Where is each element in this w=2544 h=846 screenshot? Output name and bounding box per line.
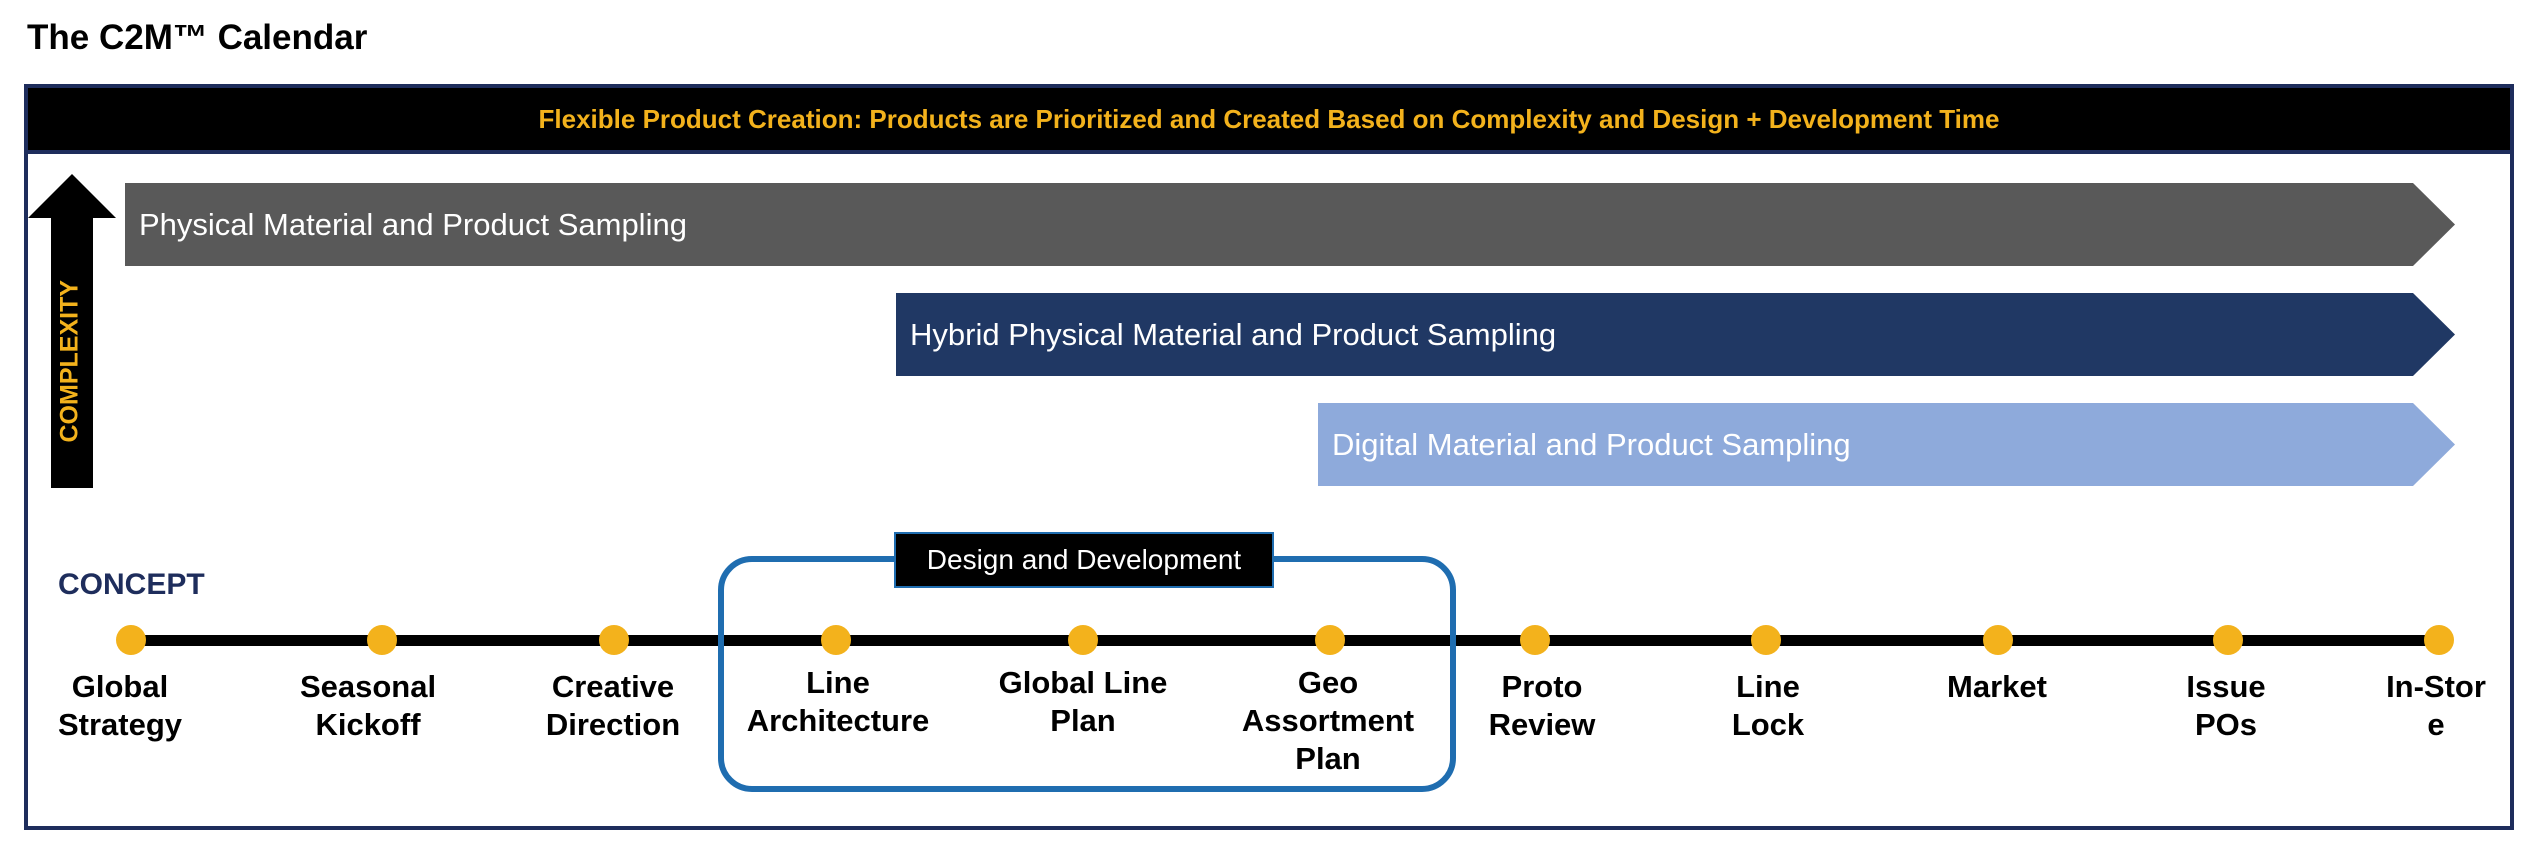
milestone-label: Global Line Plan: [998, 665, 1168, 738]
milestone-label: Line Architecture: [746, 665, 930, 738]
milestone-dot: [821, 625, 851, 655]
timeline-line: [128, 635, 2438, 646]
milestone-dot: [599, 625, 629, 655]
milestone-label: In-Stor e: [2386, 669, 2486, 742]
milestone-dot: [116, 625, 146, 655]
complexity-arrow-icon: [28, 174, 116, 488]
bar-digital-label: Digital Material and Product Sampling: [1332, 426, 1851, 462]
bar-hybrid-label: Hybrid Physical Material and Product Sam…: [910, 316, 1557, 352]
design-development-label: Design and Development: [894, 532, 1274, 588]
bar-digital: Digital Material and Product Sampling: [1318, 403, 2455, 486]
milestone-dot: [2424, 625, 2454, 655]
bar-physical-shape: [125, 183, 2455, 266]
milestone-label: Line Lock: [1731, 669, 1805, 742]
bar-physical-label: Physical Material and Product Sampling: [139, 206, 687, 242]
concept-label: CONCEPT: [58, 568, 205, 601]
milestone-label: Creative Direction: [545, 669, 681, 742]
bar-hybrid-shape: [896, 293, 2455, 376]
milestone-dot: [1315, 625, 1345, 655]
milestone-dot: [1520, 625, 1550, 655]
bar-digital-shape: [1318, 403, 2455, 486]
calendar-frame: Flexible Product Creation: Products are …: [24, 84, 2514, 830]
bar-physical: Physical Material and Product Sampling: [125, 183, 2455, 266]
milestone-label: Seasonal Kickoff: [299, 669, 437, 742]
milestone-dot: [1751, 625, 1781, 655]
milestone-dot: [367, 625, 397, 655]
milestone-dot: [1983, 625, 2013, 655]
milestone-label: Global Strategy: [57, 669, 183, 742]
milestone-label: Market: [1947, 669, 2047, 704]
milestone-label: Geo Assortment Plan: [1241, 665, 1415, 776]
bar-hybrid: Hybrid Physical Material and Product Sam…: [896, 293, 2455, 376]
complexity-label: COMPLEXITY: [55, 279, 84, 443]
milestone-dot: [1068, 625, 1098, 655]
milestone-label: Issue POs: [2186, 669, 2266, 742]
page-title: The C2M™ Calendar: [27, 18, 368, 57]
milestone-dot: [2213, 625, 2243, 655]
banner: Flexible Product Creation: Products are …: [28, 88, 2510, 154]
milestone-label: Proto Review: [1488, 669, 1596, 742]
